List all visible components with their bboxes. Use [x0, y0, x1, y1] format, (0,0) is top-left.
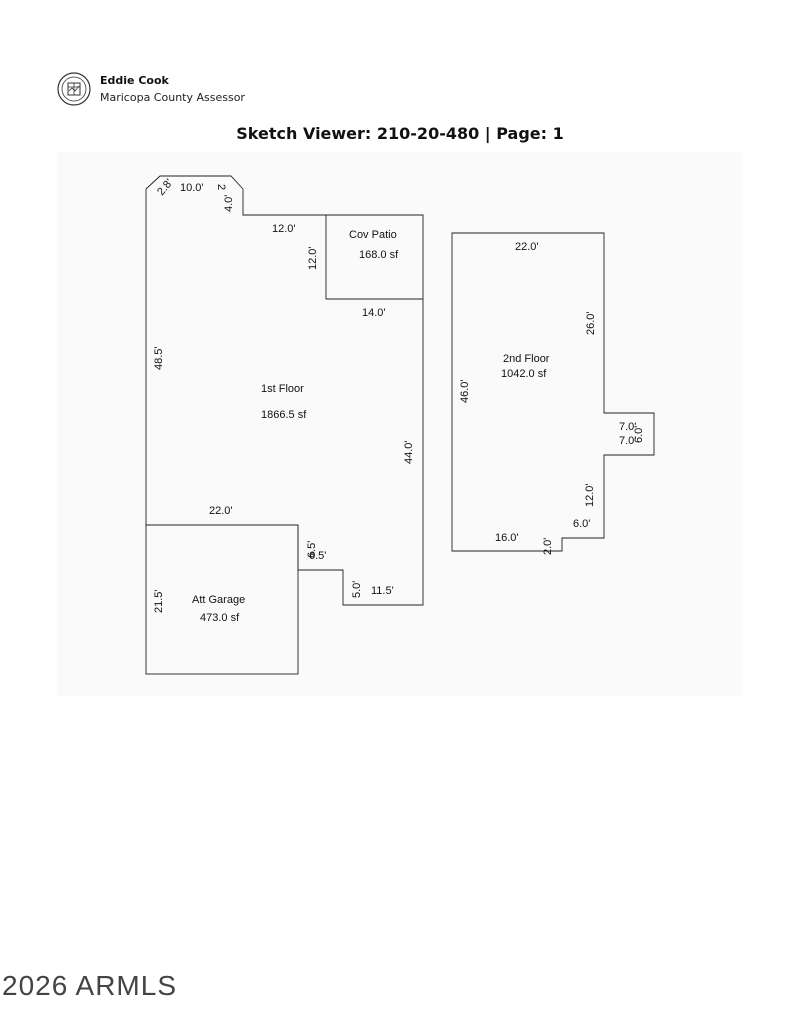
dim-44-0: 44.0' [403, 440, 415, 464]
att-garage-area: 473.0 sf [200, 612, 240, 624]
dim-6-5-b: 6.5' [309, 550, 326, 562]
second-floor-outline [451, 232, 655, 552]
dim-2-right: 2 [215, 184, 227, 190]
second-floor-area: 1042.0 sf [501, 368, 547, 380]
att-garage-outline [145, 524, 299, 675]
maricopa-county-seal-icon [57, 72, 91, 106]
dim-7-0-b: 7.0' [619, 435, 636, 447]
dim-14-0: 14.0' [362, 307, 386, 319]
dim-22-0-garage: 22.0' [209, 505, 233, 517]
dim-6-0-bump: 6.0' [633, 426, 645, 443]
att-garage-label: Att Garage [192, 594, 245, 606]
dim-2-8: 2.8' [155, 177, 175, 198]
page-title: Sketch Viewer: 210-20-480 | Page: 1 [236, 124, 564, 143]
dim-6-0: 6.0' [573, 518, 590, 530]
floor-plan-sketch: 1st Floor 1866.5 sf Cov Patio 168.0 sf A… [145, 175, 655, 675]
dim-2-0: 2.0' [542, 538, 554, 555]
dim-12-0-patio-left: 12.0' [272, 223, 296, 235]
dim-26-0: 26.0' [585, 311, 597, 335]
dim-48-5: 48.5' [153, 346, 165, 370]
dim-7-0-a: 7.0' [619, 421, 636, 433]
dim-5-0: 5.0' [351, 581, 363, 598]
assessor-name: Eddie Cook [100, 74, 169, 87]
first-floor-area: 1866.5 sf [261, 409, 307, 421]
sketch-panel: 1st Floor 1866.5 sf Cov Patio 168.0 sf A… [57, 152, 742, 696]
assessor-organization: Maricopa County Assessor [100, 91, 245, 104]
dim-12-0-second: 12.0' [584, 483, 596, 507]
dim-12-0-patio-side: 12.0' [307, 246, 319, 270]
dim-16-0: 16.0' [495, 532, 519, 544]
second-floor-label: 2nd Floor [503, 353, 550, 365]
cov-patio-label: Cov Patio [349, 229, 397, 241]
dim-46-0: 46.0' [459, 379, 471, 403]
first-floor-label: 1st Floor [261, 383, 304, 395]
cov-patio-outline [325, 215, 423, 300]
dim-21-5: 21.5' [153, 589, 165, 613]
cov-patio-area: 168.0 sf [359, 249, 399, 261]
dim-10-0-top: 10.0' [180, 182, 204, 194]
armls-watermark: 2026 ARMLS [2, 970, 177, 1001]
dim-22-0-second: 22.0' [515, 241, 539, 253]
dim-4-0: 4.0' [223, 195, 235, 212]
dim-6-5-a: 6.5' [306, 541, 318, 558]
dim-11-5: 11.5' [371, 585, 394, 597]
